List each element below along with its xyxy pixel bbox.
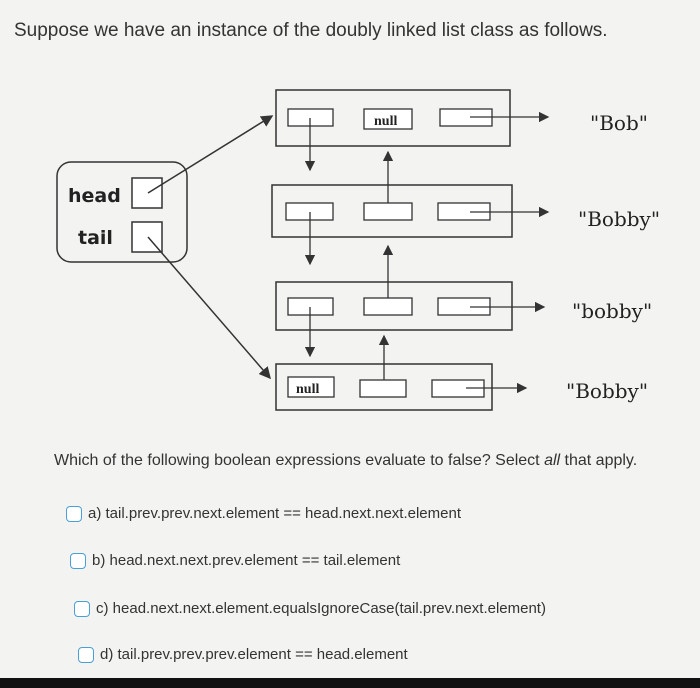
option-a[interactable]: a) tail.prev.prev.next.element == head.n…: [66, 505, 461, 522]
question-text: Which of the following boolean expressio…: [54, 452, 637, 470]
node-3: "bobby": [275, 281, 652, 331]
null-label-2: null: [296, 382, 319, 397]
node-2-value: "Bobby": [578, 207, 660, 231]
option-d-checkbox[interactable]: [78, 646, 94, 663]
option-d[interactable]: d) tail.prev.prev.prev.element == head.e…: [78, 646, 408, 663]
option-a-label: a) tail.prev.prev.next.element == head.n…: [88, 505, 461, 522]
bottom-edge: [0, 678, 700, 688]
option-a-checkbox[interactable]: [66, 505, 82, 522]
option-c-label: c) head.next.next.element.equalsIgnoreCa…: [96, 600, 546, 617]
head-arrow: [147, 115, 274, 194]
node-1: null "Bob": [275, 89, 648, 147]
option-d-label: d) tail.prev.prev.prev.element == head.e…: [100, 646, 408, 663]
node-1-value: "Bob": [590, 111, 648, 135]
question-after: that apply.: [560, 452, 638, 469]
option-b-checkbox[interactable]: [70, 552, 86, 569]
node-4: null "Bobby": [275, 363, 648, 411]
node-4-value: "Bobby": [566, 379, 648, 403]
null-label: null: [374, 114, 397, 129]
option-c-checkbox[interactable]: [74, 600, 90, 617]
question-before: Which of the following boolean expressio…: [54, 452, 545, 469]
head-tail-holder: head tail: [56, 115, 274, 380]
option-b-label: b) head.next.next.prev.element == tail.e…: [92, 552, 401, 569]
node-3-value: "bobby": [572, 299, 652, 323]
option-c[interactable]: c) head.next.next.element.equalsIgnoreCa…: [74, 600, 546, 617]
head-pointer-box: [131, 177, 163, 209]
intro-text: Suppose we have an instance of the doubl…: [14, 20, 608, 41]
tail-label: tail: [78, 227, 113, 249]
question-emphasis: all: [544, 452, 561, 469]
head-label: head: [68, 185, 121, 207]
node-2: "Bobby": [271, 184, 660, 238]
option-b[interactable]: b) head.next.next.prev.element == tail.e…: [70, 552, 400, 569]
tail-arrow: [147, 236, 271, 380]
linked-list-diagram: head tail null "Bob" "Bobby": [56, 89, 660, 411]
